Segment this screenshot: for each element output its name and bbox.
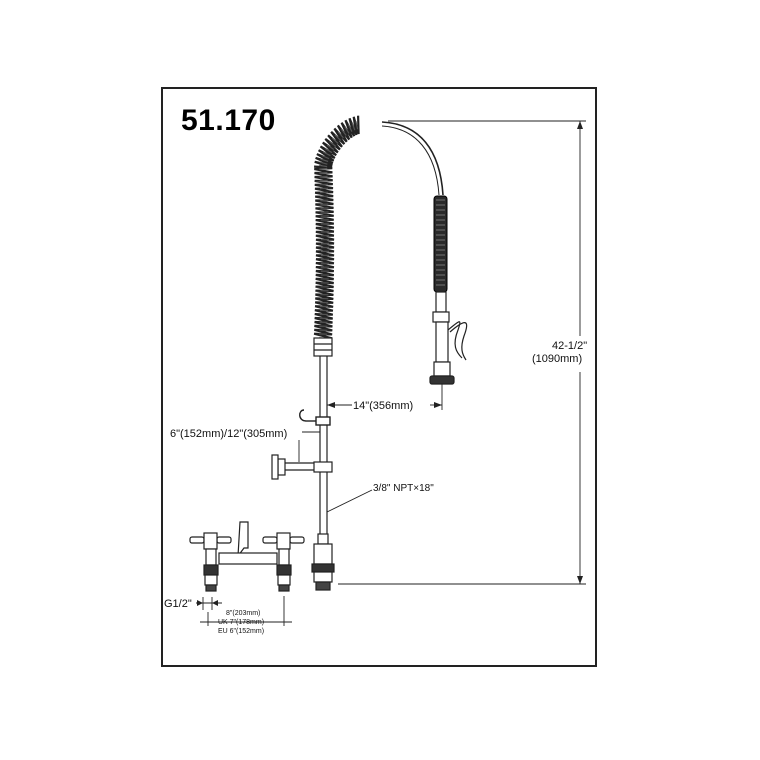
flex-hose [381, 121, 444, 196]
centers-uk-label: UK 7"(178mm) [218, 619, 264, 626]
height-label-in: 42-1/2" [552, 340, 587, 352]
centers-eu-label: EU 6"(152mm) [218, 628, 264, 635]
dimension-lines [196, 120, 586, 626]
wall-bracket-arm [271, 454, 333, 480]
centers-us-label: 8"(203mm) [226, 610, 260, 617]
wall-bracket-label: 6"(152mm)/12"(305mm) [170, 428, 287, 440]
model-number: 51.170 [181, 104, 276, 137]
drawing-frame [161, 87, 597, 667]
reach-label: 14"(356mm) [353, 400, 413, 412]
spray-valve-grip [433, 195, 448, 293]
riser-pipe [319, 355, 328, 540]
height-label-mm: (1090mm) [532, 353, 582, 365]
riser-label: 3/8" NPT×18" [373, 483, 434, 494]
dimension-arrows [197, 121, 583, 606]
deck-faucet [189, 521, 305, 592]
riser-inlet-fitting [311, 533, 335, 591]
wall-bracket-hook [299, 409, 331, 426]
inlet-thread-label: G1/2" [164, 598, 192, 610]
spray-valve-body [429, 291, 468, 385]
spring-collar [313, 337, 333, 357]
pre-rinse-spring [313, 115, 360, 340]
